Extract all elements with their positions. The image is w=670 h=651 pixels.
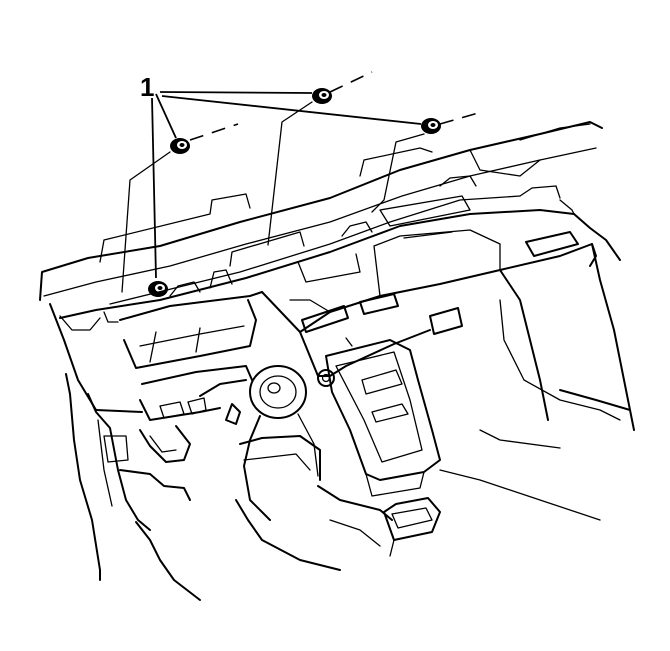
left-pillar-frame <box>65 373 201 601</box>
leader-line-nut-a <box>155 93 177 139</box>
cowl-upper-edge <box>39 121 603 301</box>
hex-nut-icon <box>421 118 441 134</box>
callout-label-1: 1 <box>140 72 154 102</box>
leader-line-nut-d <box>151 97 157 279</box>
hex-nut-icon <box>170 138 190 154</box>
fastener-axis-lines <box>121 71 479 293</box>
hex-nut-icon <box>312 88 332 104</box>
right-body-panel <box>439 213 635 521</box>
steering-column <box>199 365 319 521</box>
hex-nut-icon <box>148 281 168 297</box>
leader-line-nut-b <box>159 91 313 94</box>
lower-hvac-module <box>235 435 441 571</box>
callout-1-group: 1 <box>140 72 422 279</box>
left-dash-structure <box>49 291 263 463</box>
center-stack <box>317 339 441 497</box>
leader-line-nut-c <box>161 95 422 125</box>
cowl-brackets <box>59 175 575 331</box>
instrument-panel-top <box>59 195 575 319</box>
